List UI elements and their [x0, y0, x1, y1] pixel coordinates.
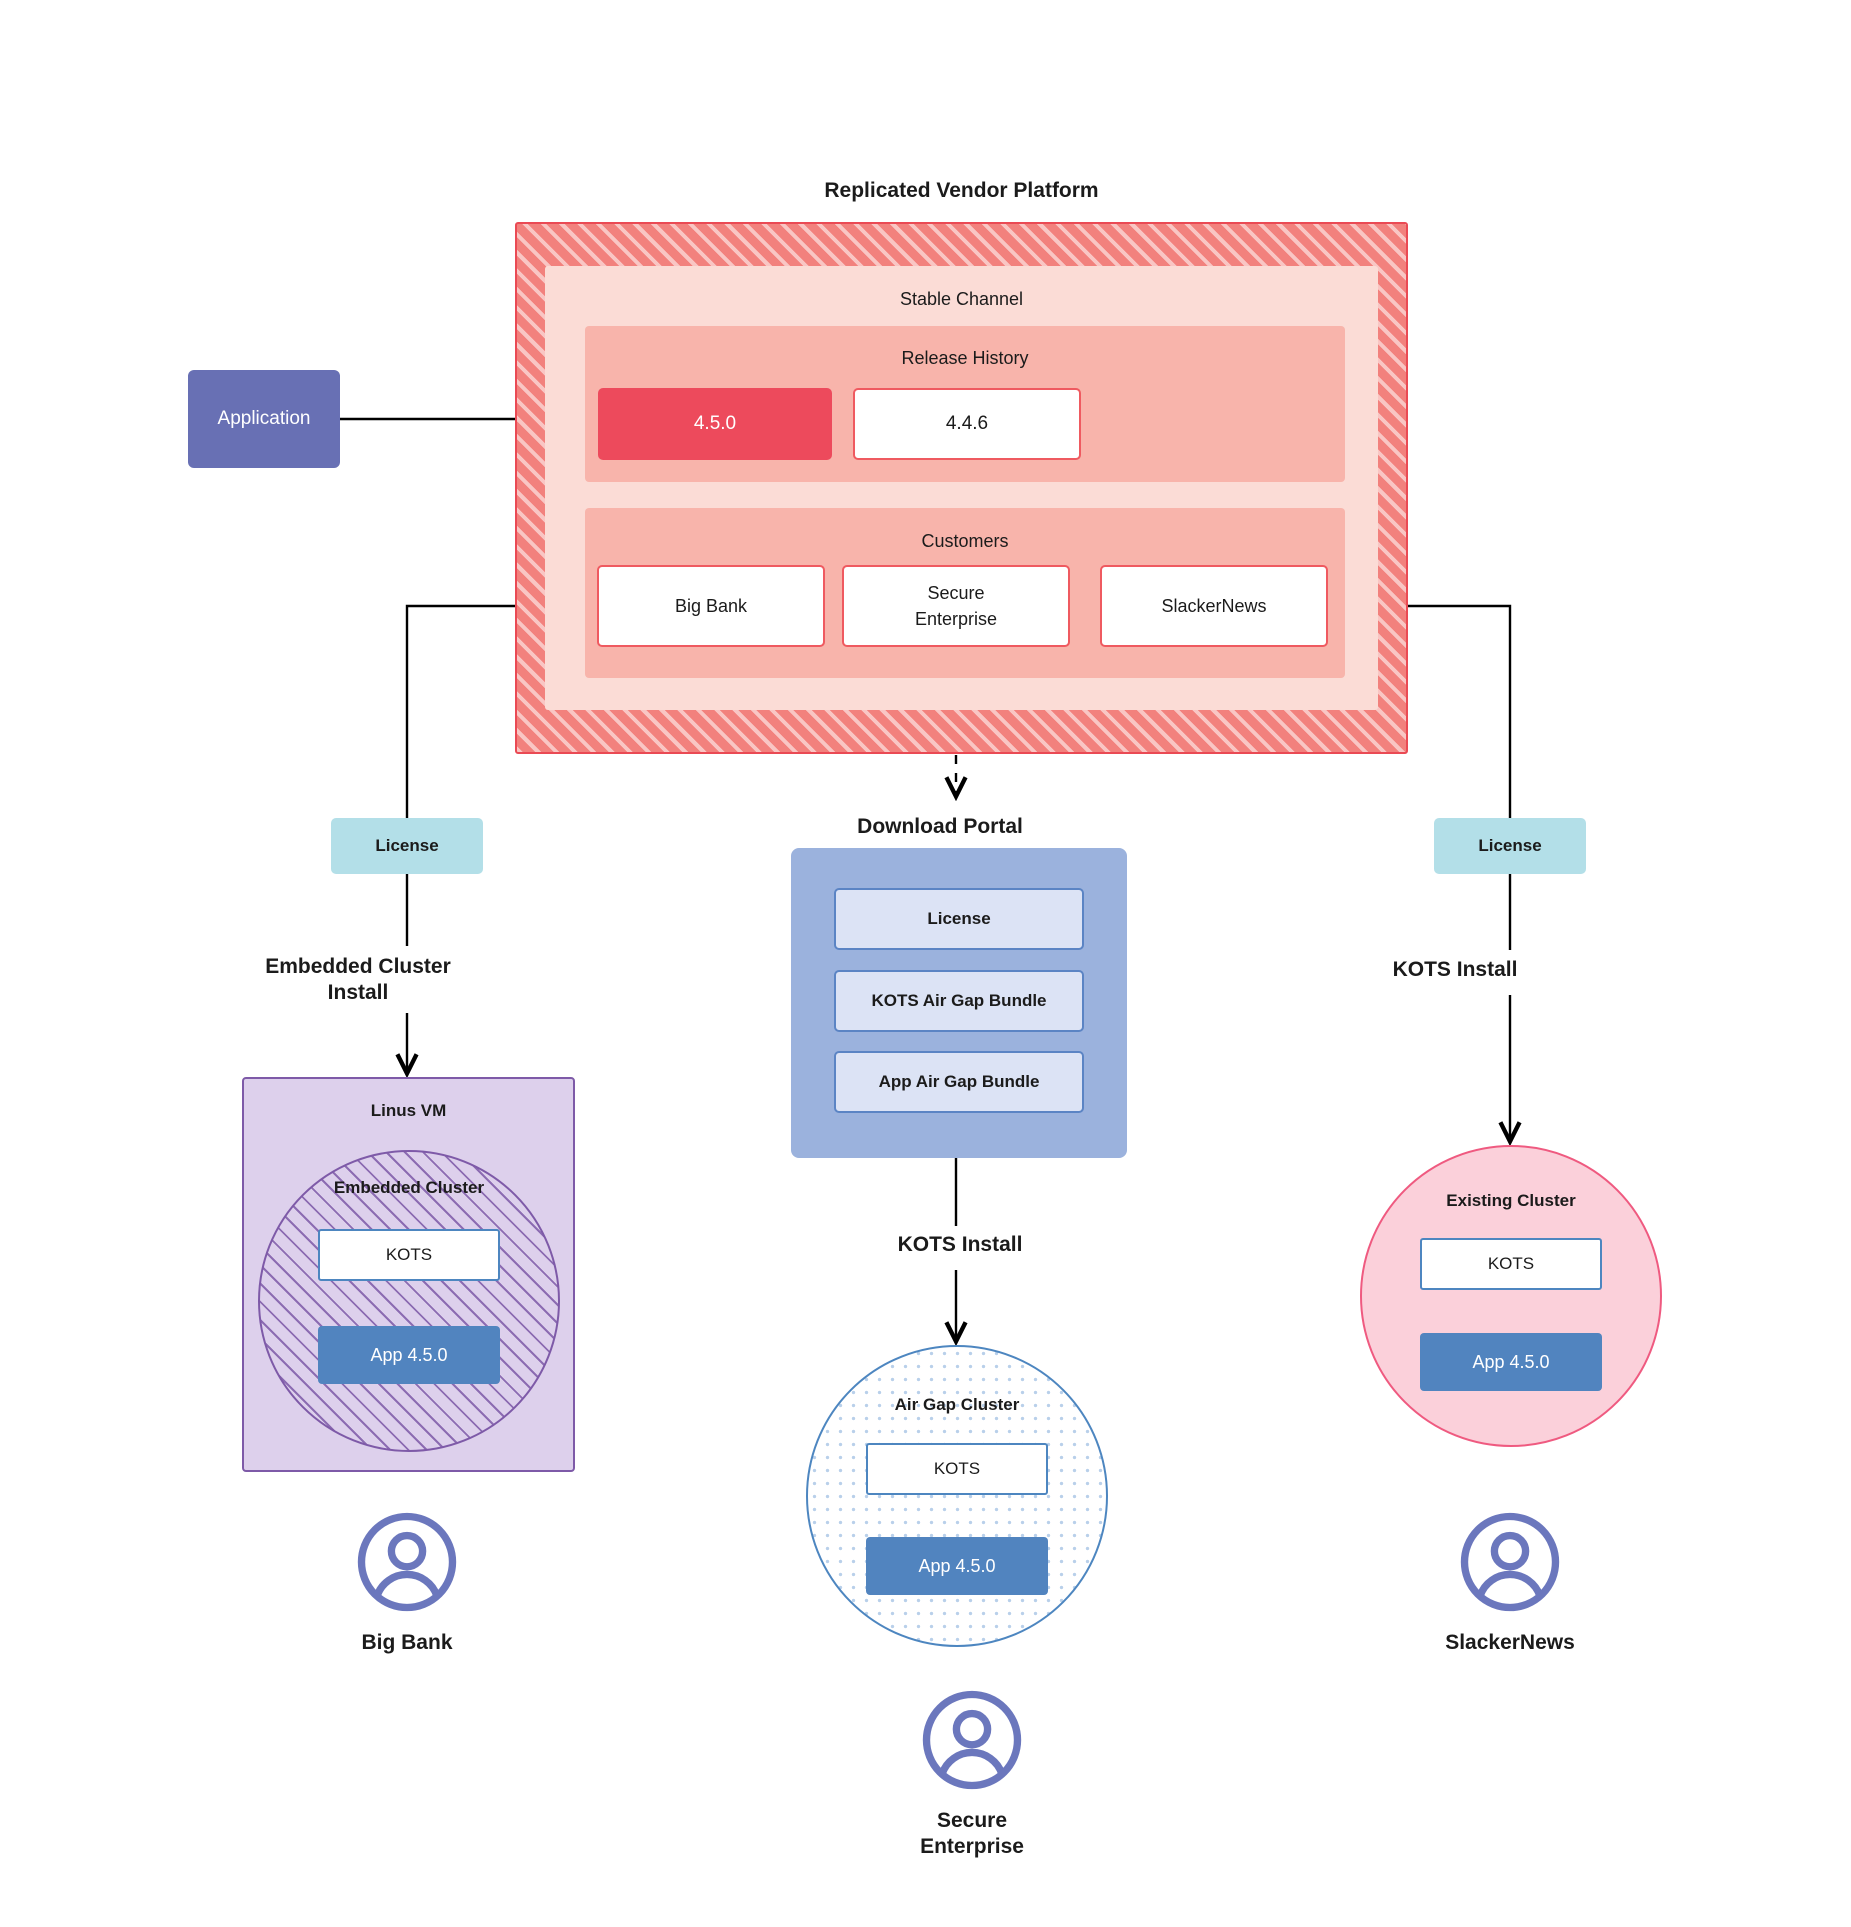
download-portal-title: Download Portal — [857, 814, 1023, 838]
existing-cluster-circle — [1360, 1145, 1662, 1447]
customers-title: Customers — [921, 530, 1009, 551]
edge-label-embedded-line1: Embedded Cluster — [265, 954, 451, 978]
persona-secure-enterprise: Secure Enterprise — [872, 1688, 1072, 1861]
persona-name: Secure Enterprise — [920, 1809, 1024, 1859]
release-card-current[interactable]: 4.5.0 — [598, 388, 832, 460]
stable-channel-title: Stable Channel — [899, 288, 1024, 309]
customer-card-big-bank[interactable]: Big Bank — [597, 565, 825, 647]
app-box-center[interactable]: App 4.5.0 — [866, 1537, 1048, 1595]
license-chip-right[interactable]: License — [1434, 818, 1586, 874]
edge-label-embedded-line2: Install — [327, 981, 389, 1004]
app-box-left[interactable]: App 4.5.0 — [318, 1326, 500, 1384]
customer-card-slackernews[interactable]: SlackerNews — [1100, 565, 1328, 647]
persona-name: Big Bank — [361, 1631, 453, 1654]
edge-label-kots-install-center: KOTS Install — [897, 1232, 1023, 1256]
existing-cluster-title: Existing Cluster — [1446, 1191, 1576, 1211]
air-gap-cluster-title: Air Gap Cluster — [894, 1395, 1020, 1415]
kots-box-right[interactable]: KOTS — [1420, 1238, 1602, 1290]
app-box-right[interactable]: App 4.5.0 — [1420, 1333, 1602, 1391]
release-history-title: Release History — [901, 347, 1029, 368]
embedded-cluster-circle — [258, 1150, 560, 1452]
portal-item-license[interactable]: License — [834, 888, 1084, 950]
persona-name: SlackerNews — [1445, 1631, 1575, 1654]
edge-label-embedded-cluster-install: Embedded Cluster Install — [238, 950, 478, 1010]
kots-box-left[interactable]: KOTS — [318, 1229, 500, 1281]
license-chip-left[interactable]: License — [331, 818, 483, 874]
air-gap-cluster-circle — [806, 1345, 1108, 1647]
portal-item-app-air-gap-bundle[interactable]: App Air Gap Bundle — [834, 1051, 1084, 1113]
portal-item-kots-air-gap-bundle[interactable]: KOTS Air Gap Bundle — [834, 970, 1084, 1032]
persona-slackernews: SlackerNews — [1410, 1510, 1610, 1656]
edge-label-kots-install-right: KOTS Install — [1392, 957, 1518, 981]
release-card-previous[interactable]: 4.4.6 — [853, 388, 1081, 460]
persona-big-bank: Big Bank — [307, 1510, 507, 1656]
user-avatar-icon — [355, 1510, 459, 1614]
customer-card-secure-enterprise[interactable]: Secure Enterprise — [842, 565, 1070, 647]
platform-title: Replicated Vendor Platform — [824, 178, 1099, 202]
embedded-cluster-title: Embedded Cluster — [333, 1178, 485, 1198]
user-avatar-icon — [920, 1688, 1024, 1792]
application-box[interactable]: Application — [188, 370, 340, 468]
kots-box-center[interactable]: KOTS — [866, 1443, 1048, 1495]
linux-vm-title: Linus VM — [370, 1101, 447, 1121]
user-avatar-icon — [1458, 1510, 1562, 1614]
